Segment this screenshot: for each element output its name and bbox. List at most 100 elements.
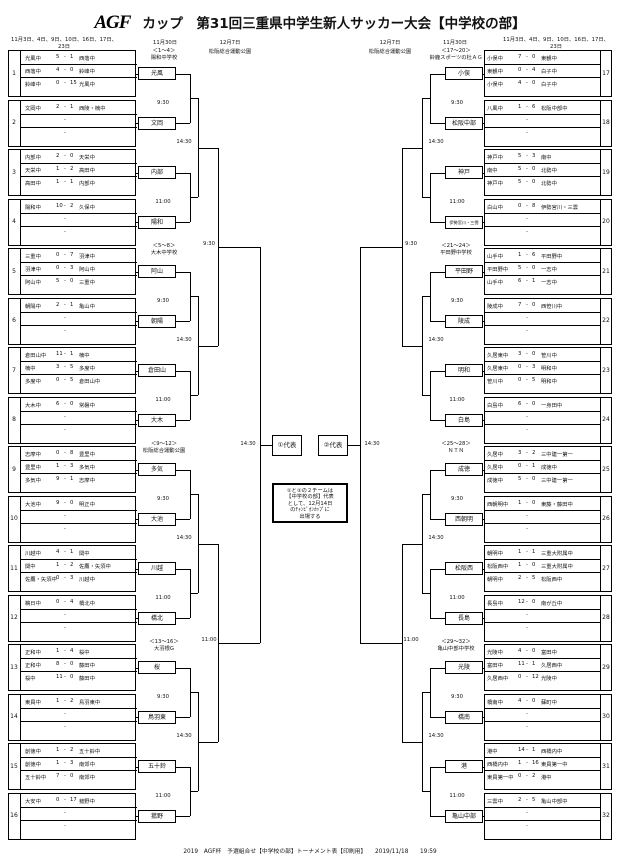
bracket-line bbox=[20, 248, 21, 295]
group-box bbox=[484, 149, 612, 196]
team-a: 西落中 bbox=[25, 69, 41, 75]
round1-winner: 白島 bbox=[445, 413, 483, 427]
group-number: 18 bbox=[602, 119, 610, 126]
score: 1 bbox=[532, 278, 536, 284]
time-label: 11:00 bbox=[449, 793, 465, 800]
time-label: 9:30 bbox=[451, 694, 463, 701]
round2-venue-right: 松阪総合運動公園 bbox=[368, 49, 412, 55]
group-box bbox=[8, 792, 136, 840]
team-a: 長島中 bbox=[487, 600, 503, 607]
score: 9 bbox=[56, 499, 60, 506]
score-dash: - bbox=[526, 265, 528, 271]
group-box bbox=[484, 594, 612, 642]
team-a: 松阪西中 bbox=[487, 564, 509, 570]
score-dash: - bbox=[526, 525, 528, 532]
group-number: 11 bbox=[10, 564, 18, 572]
group-box bbox=[484, 347, 612, 394]
team-a: 平田野中 bbox=[487, 267, 509, 273]
score-dash: - bbox=[64, 450, 66, 456]
score: 4 bbox=[518, 697, 522, 704]
score: 6 bbox=[518, 278, 522, 284]
bracket-line bbox=[136, 618, 138, 619]
score-dash: - bbox=[526, 129, 528, 136]
bracket-line bbox=[422, 494, 423, 594]
score: 8 bbox=[532, 202, 536, 209]
bracket-line bbox=[430, 519, 445, 520]
score: 2 bbox=[70, 562, 74, 568]
bracket-line bbox=[482, 766, 484, 768]
score-dash: - bbox=[526, 400, 528, 407]
bracket-line bbox=[360, 642, 402, 644]
score: 3 bbox=[70, 760, 74, 766]
time-label: 14:30 bbox=[240, 440, 256, 447]
time-label: 11:00 bbox=[155, 595, 171, 602]
score: 3 bbox=[70, 575, 74, 581]
score: 0 bbox=[532, 400, 536, 407]
score-dash: - bbox=[526, 822, 528, 829]
team-a: 朝陽中 bbox=[25, 303, 41, 310]
score-dash: - bbox=[526, 476, 528, 482]
score: 2 bbox=[70, 697, 74, 704]
score-dash: - bbox=[64, 822, 66, 829]
score: 0 bbox=[56, 80, 60, 86]
bracket-line bbox=[21, 707, 137, 709]
bracket-line bbox=[176, 172, 190, 174]
bracket-line bbox=[484, 77, 600, 78]
score-dash: - bbox=[526, 674, 528, 680]
group-box bbox=[8, 297, 136, 345]
team-a: 関中 bbox=[25, 564, 36, 570]
round1-winner: 五十鈴 bbox=[138, 760, 176, 773]
bracket-line bbox=[402, 543, 403, 742]
bracket-line bbox=[20, 495, 21, 543]
score-dash: - bbox=[64, 661, 66, 667]
bracket-line bbox=[176, 222, 190, 223]
bracket-line bbox=[430, 222, 445, 223]
score: 3 bbox=[518, 450, 522, 456]
bracket-line bbox=[402, 147, 422, 149]
team-b: 西笹川中 bbox=[541, 303, 563, 310]
score-dash: - bbox=[64, 476, 66, 482]
bracket-line bbox=[176, 717, 190, 718]
bracket-line bbox=[422, 692, 430, 694]
bracket-line bbox=[600, 99, 601, 147]
bracket-line bbox=[422, 197, 430, 199]
team-b: 北勢中 bbox=[541, 181, 557, 187]
team-b: 西落中 bbox=[79, 56, 95, 62]
team-a: 西朝明中 bbox=[487, 501, 509, 508]
group-number: 6 bbox=[12, 317, 16, 324]
score-dash: - bbox=[64, 278, 66, 284]
team-a: 山手中 bbox=[487, 254, 503, 260]
team-a: 天栄中 bbox=[25, 168, 41, 174]
bracket-line bbox=[21, 126, 137, 128]
score: 3 bbox=[70, 463, 74, 469]
score: 0 bbox=[532, 476, 536, 482]
score: 0 bbox=[70, 773, 74, 779]
score-dash: - bbox=[64, 512, 66, 519]
bracket-line bbox=[21, 658, 137, 659]
score-dash: - bbox=[64, 549, 66, 555]
score-dash: - bbox=[64, 80, 66, 86]
bracket-line bbox=[482, 568, 484, 570]
score-dash: - bbox=[64, 202, 66, 209]
team-a: 文岡中 bbox=[25, 105, 41, 112]
score: 1 bbox=[56, 648, 60, 654]
round1-winner: 橋北 bbox=[138, 611, 176, 625]
score: 4 bbox=[518, 648, 522, 654]
score-dash: - bbox=[526, 648, 528, 654]
bracket-line bbox=[430, 717, 445, 718]
bracket-line bbox=[21, 509, 137, 511]
group-box bbox=[8, 149, 136, 196]
score: 14 bbox=[518, 747, 525, 753]
note-line: ①と②の２チームは bbox=[286, 487, 334, 494]
score: 12 bbox=[532, 674, 539, 680]
score: 0 bbox=[532, 697, 536, 704]
score-dash: - bbox=[64, 723, 66, 730]
team-a: 小俣中 bbox=[487, 82, 503, 88]
bracket-line bbox=[600, 347, 601, 394]
team-a: 鵜日中 bbox=[25, 600, 41, 607]
score-dash: - bbox=[526, 327, 528, 334]
team-a: 朝明中 bbox=[487, 577, 503, 583]
score-dash: - bbox=[526, 301, 528, 308]
bracket-line bbox=[484, 559, 600, 560]
